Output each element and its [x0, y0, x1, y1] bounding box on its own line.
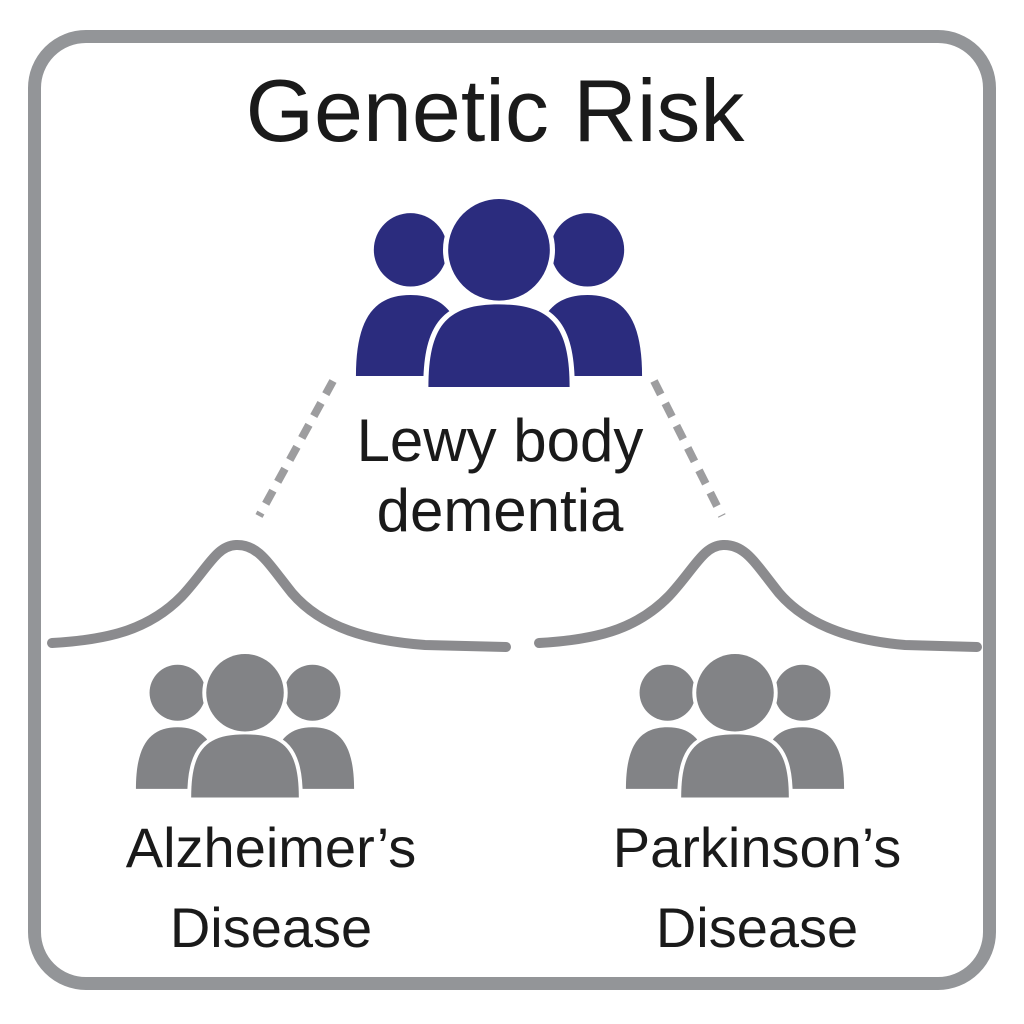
person-head-icon: [149, 664, 206, 721]
person-head-icon: [448, 199, 550, 301]
bell-curve-left-icon: [47, 540, 511, 652]
people-group-icon: [625, 654, 845, 798]
branch-label-alzheimers: Alzheimer’s Disease: [1, 808, 541, 968]
people-group-icon: [355, 199, 643, 388]
branch-label-line1: Parkinson’s: [612, 816, 902, 879]
person-body-icon: [428, 304, 570, 388]
branch-label-line2: Disease: [655, 896, 859, 959]
person-head-icon: [373, 213, 448, 287]
person-head-icon: [696, 654, 774, 732]
hub-label-line1: Lewy body: [356, 407, 644, 474]
person-head-icon: [639, 664, 696, 721]
branch-label-line1: Alzheimer’s: [125, 816, 417, 879]
hub-label-line2: dementia: [376, 477, 624, 544]
person-head-icon: [550, 213, 625, 287]
person-head-icon: [774, 664, 831, 721]
bell-curve-right-icon: [534, 540, 982, 652]
person-head-icon: [206, 654, 284, 732]
dashed-connector-right-icon: [650, 379, 726, 518]
diagram-title: Genetic Risk: [245, 61, 745, 160]
person-head-icon: [284, 664, 341, 721]
person-body-icon: [191, 734, 299, 798]
branch-label-line2: Disease: [169, 896, 373, 959]
dashed-connector-left-icon: [255, 379, 337, 518]
person-body-icon: [681, 734, 789, 798]
people-group-icon: [135, 654, 355, 798]
branch-label-parkinsons: Parkinson’s Disease: [487, 808, 1024, 968]
rounded-frame: [28, 30, 996, 990]
hub-label: Lewy body dementia: [0, 406, 1000, 546]
